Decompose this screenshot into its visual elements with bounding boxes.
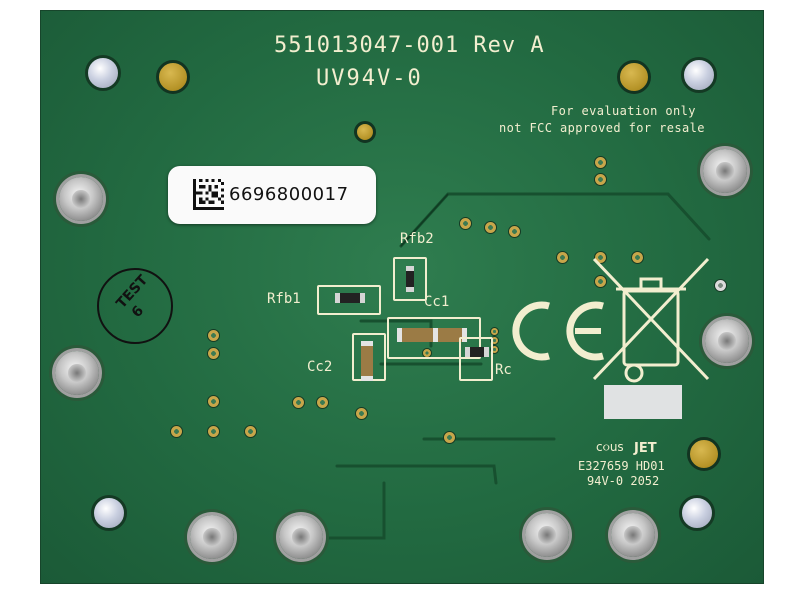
designator-cc2: Cc2 [307, 359, 333, 375]
via [207, 347, 220, 360]
screw-head [279, 515, 323, 559]
mounting-hole [85, 55, 121, 91]
certification-rating: 94V-0 2052 [587, 474, 660, 488]
resistor-rc [465, 347, 489, 357]
gold-pad [687, 437, 721, 471]
date-code-box [604, 385, 682, 419]
capacitor-cc1b [433, 328, 467, 342]
jet-mark: JET [634, 441, 657, 456]
via [459, 217, 472, 230]
mounting-hole [681, 57, 717, 93]
via [490, 327, 499, 336]
gold-pad [156, 60, 190, 94]
flammability-rating-text: UV94V-0 [316, 66, 423, 91]
screw-head [705, 319, 749, 363]
via [594, 156, 607, 169]
screw-head [55, 351, 99, 395]
via [594, 173, 607, 186]
ul-recognized-mark: c૦us [596, 440, 624, 454]
test-stamp: TEST 6 [97, 268, 173, 344]
via [316, 396, 329, 409]
designator-rfb2: Rfb2 [400, 231, 434, 247]
ce-mark-icon [512, 301, 604, 361]
certification-code: E327659 HD01 [578, 459, 665, 473]
screw-head [525, 513, 569, 557]
screw-head [703, 149, 747, 193]
via [484, 221, 497, 234]
via [443, 431, 456, 444]
rfb1-footprint [317, 285, 381, 315]
pcb-board: 551013047-001 Rev A UV94V-0 For evaluati… [40, 10, 764, 584]
via [508, 225, 521, 238]
via [207, 395, 220, 408]
mounting-hole [91, 495, 127, 531]
via [292, 396, 305, 409]
via [556, 251, 569, 264]
via [631, 251, 644, 264]
via [207, 329, 220, 342]
serial-number: 6696800017 [229, 184, 349, 205]
resistor-rfb2 [406, 266, 414, 292]
via [170, 425, 183, 438]
test-stamp-number: 6 [128, 303, 148, 321]
via [594, 275, 607, 288]
rc-footprint [459, 337, 493, 381]
screw-head [190, 515, 234, 559]
via [355, 407, 368, 420]
rfb2-footprint [393, 257, 427, 301]
via [244, 425, 257, 438]
via [490, 345, 499, 354]
via [207, 425, 220, 438]
evaluation-notice-line2: not FCC approved for resale [499, 121, 705, 135]
evaluation-notice-line1: For evaluation only [551, 104, 696, 118]
designator-rfb1: Rfb1 [267, 291, 301, 307]
part-number-text: 551013047-001 Rev A [274, 33, 545, 58]
designator-cc1: Cc1 [424, 294, 450, 310]
mounting-hole [679, 495, 715, 531]
serial-number-sticker: 6696800017 [168, 166, 376, 224]
capacitor-cc2 [361, 341, 373, 381]
weee-crossed-bin-icon [592, 257, 710, 383]
via [490, 336, 499, 345]
gold-pad [354, 121, 376, 143]
datamatrix-code-icon [193, 179, 224, 210]
resistor-rfb1 [335, 293, 365, 303]
designator-rc: Rc [495, 362, 512, 378]
gold-pad [617, 60, 651, 94]
via [714, 279, 727, 292]
screw-head [59, 177, 103, 221]
screw-head [611, 513, 655, 557]
